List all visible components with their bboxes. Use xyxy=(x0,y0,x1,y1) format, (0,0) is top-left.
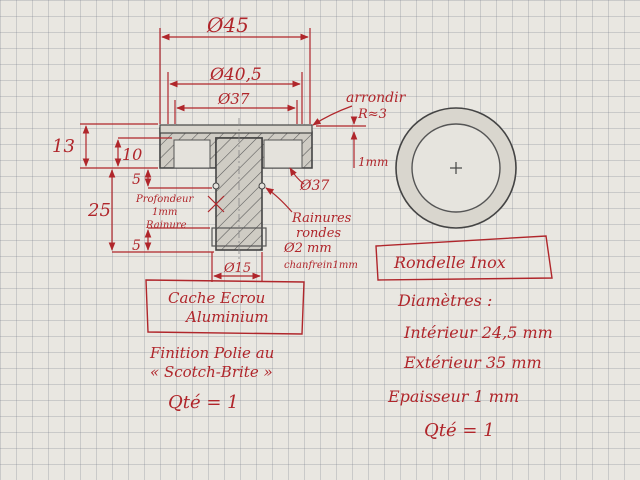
note-radius: R≈3 xyxy=(357,107,387,122)
dim-d40-5: Ø40,5 xyxy=(209,65,262,85)
note-groove-diameter: Ø2 mm xyxy=(283,241,332,256)
note-profondeur-value: 1mm xyxy=(152,207,177,218)
note-rondes: rondes xyxy=(296,226,341,241)
dim-d37-right: Ø37 xyxy=(299,178,329,194)
note-rainures: Rainures xyxy=(291,211,352,226)
dim-d15: Ø15 xyxy=(223,261,251,276)
washer-title: Rondelle Inox xyxy=(393,253,506,272)
note-chanfrein: chanfrein1mm xyxy=(284,260,358,271)
part-material: Aluminium xyxy=(184,308,269,326)
washer-thickness: Epaisseur 1 mm xyxy=(387,387,519,406)
label-boxes xyxy=(145,235,553,335)
dim-thickness-1mm: 1mm xyxy=(358,155,388,169)
dimension-lines xyxy=(80,28,366,282)
washer-outer-diameter: Extérieur 35 mm xyxy=(403,353,542,372)
note-rainure: Rainure xyxy=(145,220,187,231)
part-quantity: Qté = 1 xyxy=(168,392,239,413)
note-arrondir: arrondir xyxy=(346,90,407,106)
part-title: Cache Ecrou xyxy=(168,289,265,307)
washer-top-view xyxy=(395,107,517,229)
washer-diameters-heading: Diamètres : xyxy=(397,291,492,310)
note-profondeur: Profondeur xyxy=(135,194,194,205)
part-finish-line2: « Scotch-Brite » xyxy=(150,363,273,381)
dim-height-25: 25 xyxy=(87,200,111,221)
part-finish-line1: Finition Polie au xyxy=(149,344,274,362)
dim-height-5-top: 5 xyxy=(132,172,141,188)
washer-quantity: Qté = 1 xyxy=(424,420,495,441)
dim-height-13: 13 xyxy=(52,136,75,157)
cap-nut-section xyxy=(159,118,313,262)
dim-height-5-bottom: 5 xyxy=(132,238,141,254)
dim-d45: Ø45 xyxy=(206,13,249,37)
washer-inner-diameter: Intérieur 24,5 mm xyxy=(403,323,553,342)
dim-d37-top: Ø37 xyxy=(217,90,250,108)
dim-height-10: 10 xyxy=(122,145,142,164)
